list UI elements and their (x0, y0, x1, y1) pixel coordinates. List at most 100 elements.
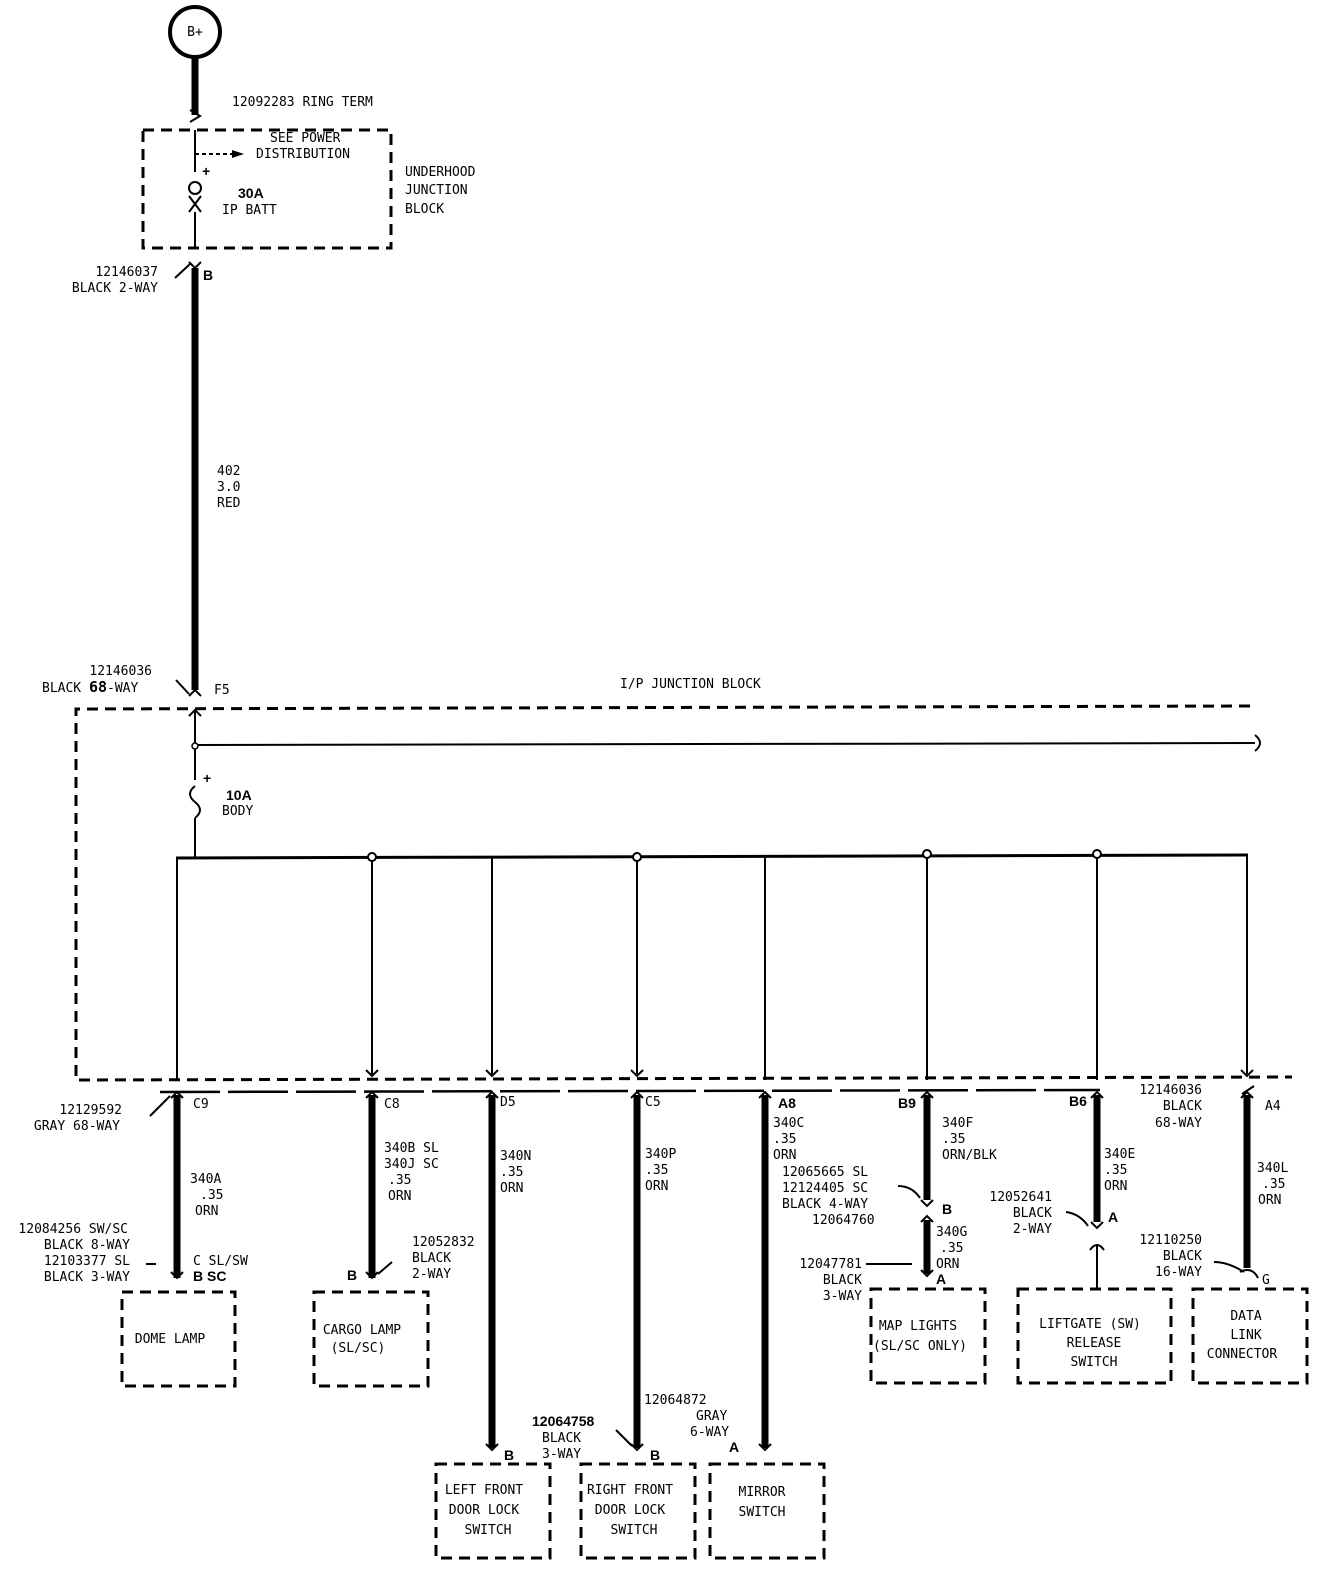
underhood-junction-block (141, 128, 393, 250)
pin-c5: C5 (645, 1095, 661, 1110)
w340n-s: .35 (500, 1165, 523, 1180)
conn-a4-desc2: 68-WAY (1155, 1116, 1202, 1131)
conn-f5-leader (175, 679, 190, 695)
rf-label3: SWITCH (611, 1523, 658, 1538)
w340c-o: ORN (773, 1148, 796, 1163)
ip-block-title: I/P JUNCTION BLOCK (620, 677, 761, 692)
liftgate-pin: A (1108, 1209, 1118, 1225)
w340c-s: .35 (773, 1132, 796, 1147)
w340e-o: ORN (1104, 1179, 1127, 1194)
dome-conn-4: BLACK 3-WAY (44, 1270, 130, 1285)
w340g-c: 340G (936, 1225, 967, 1240)
underhood-plus: + (202, 163, 210, 179)
battery-label: B+ (187, 25, 203, 40)
w340b-s: .35 (388, 1173, 411, 1188)
conn-f5-symbol (188, 688, 202, 697)
map-lights-box (869, 1287, 987, 1385)
lf-conn-3: 3-WAY (542, 1447, 581, 1462)
pin-a8: A8 (778, 1095, 796, 1111)
cargo-lamp-box (312, 1290, 430, 1388)
w340g-s: .35 (940, 1241, 963, 1256)
w340e-c: 340E (1104, 1147, 1135, 1162)
map-inline-pin: B (942, 1201, 952, 1217)
dome-pin-symbol (170, 1271, 184, 1280)
conn-b-desc: BLACK 2-WAY (72, 281, 158, 296)
rf-pin-symbol (630, 1443, 644, 1452)
dlc-pin: G (1262, 1273, 1270, 1288)
dlc-label1: DATA (1230, 1309, 1261, 1324)
ip-fuse-plus: + (203, 770, 211, 786)
dlc-conn-3: 16-WAY (1155, 1265, 1202, 1280)
pin-chevrons (170, 1090, 1254, 1099)
ip-distribution-bus (175, 853, 1249, 860)
conn-b-leader (174, 263, 191, 279)
ring-term-symbol (189, 109, 202, 123)
dlc-label3: CONNECTOR (1207, 1347, 1278, 1362)
liftgate-conn-leader (1065, 1211, 1089, 1227)
cargo-pin-symbol (365, 1271, 379, 1280)
fuse-30a-icon (188, 181, 202, 248)
dome-pin-c: C SL/SW (193, 1254, 248, 1269)
conn-b-part: 12146037 (95, 265, 158, 280)
underhood-name-line3: BLOCK (405, 202, 444, 217)
left-front-door-lock-switch-box (434, 1462, 552, 1560)
mirror-switch-box (708, 1462, 826, 1560)
pin-b6: B6 (1069, 1093, 1087, 1109)
underhood-name-line2: JUNCTION (405, 183, 468, 198)
map-inline-symbol-top (920, 1199, 934, 1208)
see-power-line1: SEE POWER (270, 131, 341, 146)
liftgate-conn-2: BLACK (1013, 1206, 1052, 1221)
w340p-s: .35 (645, 1163, 668, 1178)
w340a-o: ORN (195, 1204, 218, 1219)
ip-bus-top (197, 742, 1256, 746)
rf-label1: RIGHT FRONT (587, 1483, 673, 1498)
mirror-label2: SWITCH (739, 1505, 786, 1520)
data-link-connector-box (1191, 1287, 1309, 1385)
underhood-name-line1: UNDERHOOD (405, 165, 476, 180)
cargo-conn-1: 12052832 (412, 1235, 475, 1250)
a8-conn-2: 12124405 SC (782, 1181, 868, 1196)
cargo-lamp-label1: CARGO LAMP (323, 1323, 401, 1338)
dlc-conn-1: 12110250 (1139, 1233, 1202, 1248)
conn-c9-part: 12129592 (59, 1103, 122, 1118)
map-pin: A (936, 1271, 946, 1287)
a8-conn-3: BLACK 4-WAY (782, 1197, 868, 1212)
pin-a4: A4 (1265, 1099, 1281, 1114)
lf-conn-1: 12064758 (532, 1413, 595, 1429)
wire-402-color: RED (217, 496, 241, 511)
arrow-head-icon (232, 150, 244, 158)
ip-fuse-name: BODY (222, 804, 253, 819)
conn-c9-leader (149, 1095, 171, 1117)
underhood-fuse-amp: 30A (238, 185, 264, 201)
lf-label2: DOOR LOCK (449, 1503, 520, 1518)
rf-conn-leader (615, 1429, 633, 1447)
rf-conn-1: 12064872 (644, 1393, 707, 1408)
w340p-o: ORN (645, 1179, 668, 1194)
dome-lamp-box (120, 1290, 237, 1388)
right-front-door-lock-switch-box (579, 1462, 697, 1560)
lf-label3: SWITCH (465, 1523, 512, 1538)
w340n-o: ORN (500, 1181, 523, 1196)
conn-a4-leader (1241, 1085, 1255, 1095)
conn-f5-part: 12146036 (89, 664, 152, 679)
ip-branches (176, 849, 1254, 1080)
ring-term-label: 12092283 RING TERM (232, 95, 373, 110)
dlc-pin-symbol (1239, 1269, 1259, 1279)
conn-f5-pin: F5 (214, 683, 230, 698)
map-conn-2: BLACK (823, 1273, 862, 1288)
conn-a4-desc1: BLACK (1163, 1099, 1202, 1114)
liftgate-pin-symbol-top (1090, 1221, 1104, 1230)
rf-conn-3: 6-WAY (690, 1425, 729, 1440)
output-connector-line (159, 1088, 1101, 1094)
conn-a4-part: 12146036 (1139, 1083, 1202, 1098)
cargo-pin: B (347, 1267, 357, 1283)
pin-c8: C8 (384, 1097, 400, 1112)
w340l-s: .35 (1262, 1177, 1285, 1192)
liftgate-label1: LIFTGATE (SW) (1039, 1317, 1141, 1332)
w340f-s: .35 (942, 1132, 965, 1147)
pin-d5: D5 (500, 1095, 516, 1110)
map-pin-symbol (920, 1269, 934, 1278)
fuse-10a-icon (189, 785, 201, 819)
w340b-1: 340B SL (384, 1141, 439, 1156)
